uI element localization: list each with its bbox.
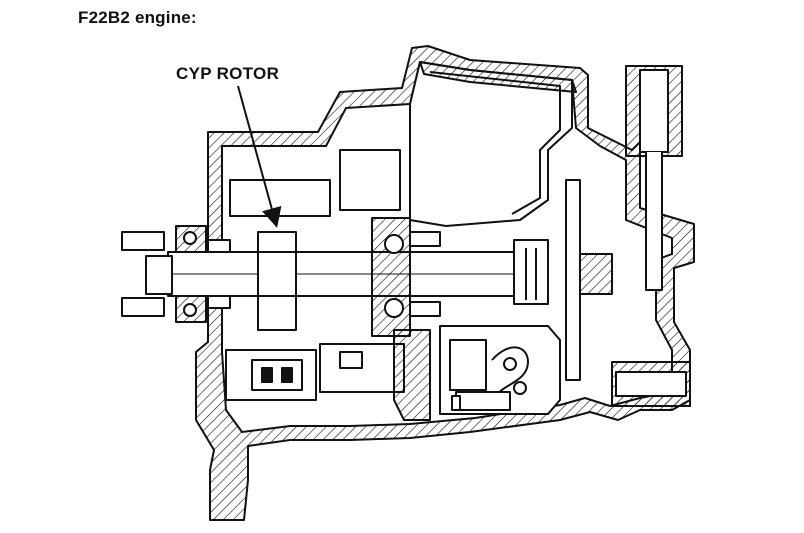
shaft-end-clip-bottom: [121, 297, 165, 317]
vacuum-tube-inner: [639, 69, 669, 153]
left-seal-ring-upper: [183, 231, 197, 245]
connector-pin-right: [281, 367, 293, 383]
connector-pin-left: [261, 367, 273, 383]
center-bearing-ball-upper: [384, 234, 404, 254]
left-bearing-upper: [207, 239, 231, 253]
connector-body: [251, 359, 303, 391]
right-inner-wall: [565, 179, 581, 381]
callout-cyp-rotor-label: CYP ROTOR: [176, 64, 280, 83]
upper-block: [339, 149, 401, 211]
igniter-base: [455, 391, 511, 411]
center-bearing-ball-lower: [384, 298, 404, 318]
vacuum-passage: [645, 152, 663, 291]
shaft-end-clip-top: [121, 231, 165, 251]
igniter-wire: [491, 346, 529, 401]
cyp-rotor: [257, 231, 297, 331]
figure-title: F22B2 engine:: [78, 8, 197, 27]
rotor-fastener: [577, 253, 613, 295]
rotor-screw-head: [513, 239, 549, 305]
igniter-block: [449, 339, 487, 391]
lower-hub: [393, 329, 431, 421]
lower-port-inner: [615, 371, 687, 397]
left-bearing-lower: [207, 295, 231, 309]
rotor-cap-hatch-top: [419, 61, 577, 93]
callout-cyp-rotor-arrow: [237, 85, 282, 228]
shaft-end-coupling: [145, 255, 173, 295]
left-seal-ring-lower: [183, 303, 197, 317]
upper-bracket: [229, 179, 331, 217]
lower-bracket-detail: [339, 351, 363, 369]
